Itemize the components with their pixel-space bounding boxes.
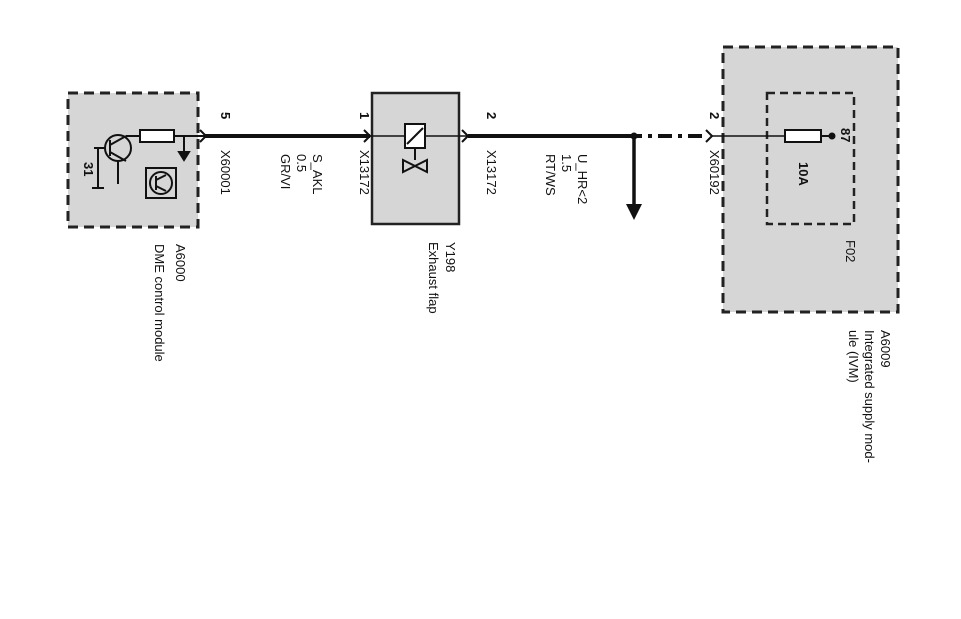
- dme-module-box: [66, 91, 200, 229]
- wire2-size-label: 1.5: [559, 154, 574, 172]
- valve-icon: [402, 123, 428, 174]
- connector-arrow-in-icon: [363, 129, 372, 143]
- ivm-description-line1: Integrated supply mod-: [862, 330, 877, 463]
- dme-name-label: A6000: [173, 244, 188, 282]
- wire1-signal-label: S_AKL: [310, 154, 325, 194]
- wire1-size-label: 0.5: [294, 154, 309, 172]
- fuse-name-label: F02: [843, 240, 858, 262]
- connector-arrow-ivm-icon: [705, 129, 714, 143]
- wire2-signal-label: U_HR<2: [575, 154, 590, 204]
- integrated-supply-module: 87 10A F02 A6009 Integrated supply mod- …: [705, 45, 900, 463]
- wire2-color-label: RT/WS: [543, 154, 558, 196]
- diode-down-icon: [177, 151, 191, 162]
- dme-description-label: DME control module: [152, 244, 167, 362]
- transistor-icon: [92, 134, 132, 189]
- ivm-name-label: A6009: [878, 330, 893, 368]
- flap-name-label: Y198: [443, 242, 458, 272]
- fuse-terminal-label: 87: [838, 128, 853, 142]
- ivm-connector-label: X60192: [707, 150, 722, 195]
- exhaust-flap: Y198 Exhaust flap: [362, 91, 470, 314]
- dme-control-module: 31 A6000 DME control module: [66, 91, 205, 362]
- flap-pin-in-label: 1: [357, 112, 372, 119]
- dme-connector-label: X60001: [218, 150, 233, 195]
- flap-connector-out-label: X13172: [484, 150, 499, 195]
- ivm-pin-label: 2: [707, 112, 722, 119]
- ground-label: 31: [81, 162, 96, 176]
- ivm-description-line2: ule (IVM): [846, 330, 861, 383]
- branch-down-arrow-icon: [626, 136, 642, 220]
- fuse-rating-label: 10A: [796, 162, 811, 186]
- module-symbol-icon: [145, 167, 177, 199]
- flap-pin-out-label: 2: [484, 112, 499, 119]
- flap-description-label: Exhaust flap: [426, 242, 441, 314]
- ivm-box: [721, 45, 900, 314]
- flap-connector-in-label: X13172: [357, 150, 372, 195]
- wire1-color-label: GR/VI: [278, 154, 293, 189]
- resistor-icon: [126, 129, 205, 160]
- fuse-housing-box: [765, 91, 856, 226]
- fuse-icon: [784, 129, 836, 143]
- dme-pin-label: 5: [218, 112, 233, 119]
